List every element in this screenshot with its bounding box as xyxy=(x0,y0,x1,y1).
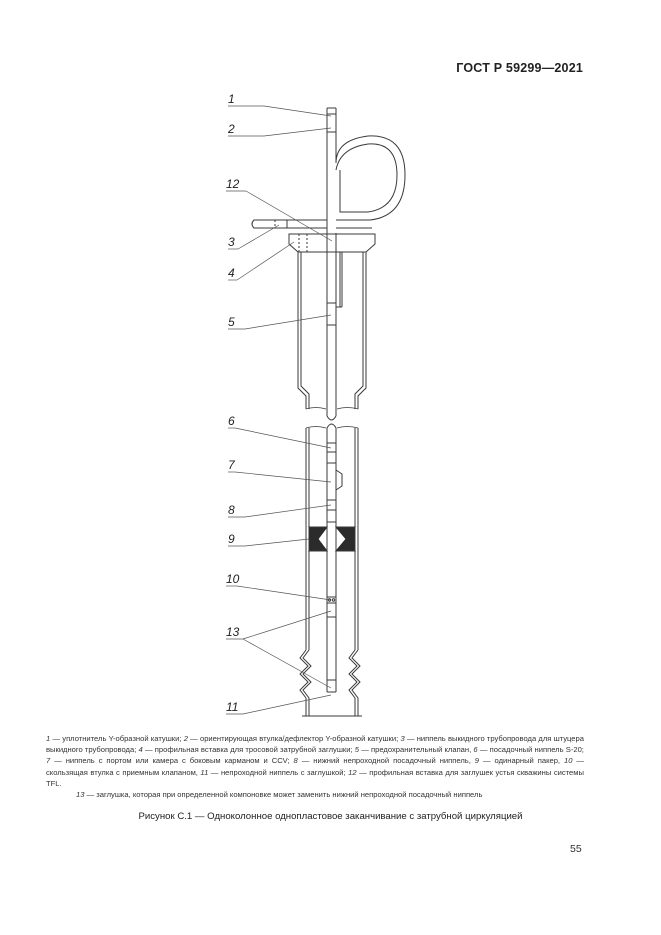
leader-lines xyxy=(226,105,333,715)
legend-sep: — xyxy=(86,790,95,800)
legend-text: ориентирующая втулка/дефлектор Y-образно… xyxy=(199,734,399,743)
legend-text: ниппель с портом или камера с боковым ка… xyxy=(65,756,290,766)
casing-lower xyxy=(299,423,362,717)
legend-text: уплотнитель Y-образной катушки; xyxy=(62,734,182,743)
legend-sep: — xyxy=(359,767,367,777)
legend-sep: — xyxy=(361,745,369,755)
legend-num: 6 xyxy=(473,745,478,755)
legend-text: непроходной ниппель с заглушкой; xyxy=(220,767,346,777)
legend-num: 8 xyxy=(293,756,298,766)
page-number: 55 xyxy=(570,843,582,855)
flowline-loop xyxy=(335,135,406,221)
callout-1: 1 xyxy=(228,92,235,106)
casing-upper xyxy=(297,252,367,410)
legend-sep: — xyxy=(190,734,198,743)
callout-8: 8 xyxy=(228,503,235,517)
legend-num: 3 xyxy=(400,734,405,743)
figure-legend: 1 — уплотнитель Y-образной катушки; 2 — … xyxy=(46,733,584,800)
legend-text: нижний непроходной посадочный ниппель, xyxy=(313,756,471,766)
well-completion-diagram: 1 2 12 3 4 5 6 7 8 9 10 13 11 xyxy=(226,92,406,717)
figure-caption: Рисунок С.1 — Одноколонное однопластовое… xyxy=(138,811,523,822)
legend-num: 7 xyxy=(46,756,51,766)
tubing-lower xyxy=(326,428,343,693)
legend-sep: — xyxy=(210,767,219,777)
legend-text: заглушка, которая при определенной компо… xyxy=(96,790,483,800)
callout-13: 13 xyxy=(226,625,240,639)
wellhead-flange xyxy=(288,233,376,253)
legend-num: 9 xyxy=(474,756,480,766)
callout-10: 10 xyxy=(226,572,240,586)
callout-6: 6 xyxy=(228,414,235,428)
legend-sep: — xyxy=(479,745,488,755)
legend-body: 1 — уплотнитель Y-образной катушки; 2 — … xyxy=(46,733,584,789)
callout-11: 11 xyxy=(226,700,239,714)
side-nipple xyxy=(251,219,372,229)
legend-num: 1 xyxy=(46,734,51,743)
legend-text: скользящая втулка с приемным клапаном, xyxy=(46,767,198,777)
legend-text: ниппель выкидного трубопровода для штуце… xyxy=(46,734,584,755)
callout-5: 5 xyxy=(228,315,235,329)
legend-sep: — xyxy=(406,734,415,743)
legend-last-line: 13 — заглушка, которая при определенной … xyxy=(46,789,584,800)
legend-num: 13 xyxy=(76,790,85,800)
legend-sep: — xyxy=(576,756,584,766)
packer xyxy=(308,525,356,553)
legend-num: 2 xyxy=(183,734,188,743)
legend-num: 12 xyxy=(348,767,357,777)
standard-code-header: ГОСТ Р 59299—2021 xyxy=(456,61,583,75)
legend-text: посадочный ниппель S-20; xyxy=(489,745,584,755)
legend-num: 4 xyxy=(138,745,143,755)
callout-9: 9 xyxy=(228,532,235,546)
legend-sep: — xyxy=(52,734,61,743)
legend-text: одинарный пакер, xyxy=(494,756,561,766)
callout-3: 3 xyxy=(228,235,235,249)
legend-num: 10 xyxy=(564,756,573,766)
legend-num: 11 xyxy=(200,767,209,777)
tubing-upper xyxy=(326,107,337,421)
callout-12: 12 xyxy=(226,177,240,191)
callout-4: 4 xyxy=(228,266,235,280)
legend-text: предохранительный клапан, xyxy=(371,745,472,755)
legend-sep: — xyxy=(144,745,153,755)
legend-text: профильная вставка для заглушек устья ск… xyxy=(46,767,584,788)
diagram-drawing xyxy=(226,105,406,717)
legend-text: профильная вставка для тросовой затрубно… xyxy=(154,745,353,755)
callout-2: 2 xyxy=(228,122,235,136)
legend-sep: — xyxy=(482,756,491,766)
legend-sep: — xyxy=(301,756,310,766)
legend-sep: — xyxy=(54,756,62,766)
legend-num: 5 xyxy=(354,745,360,755)
callout-7: 7 xyxy=(228,458,235,472)
